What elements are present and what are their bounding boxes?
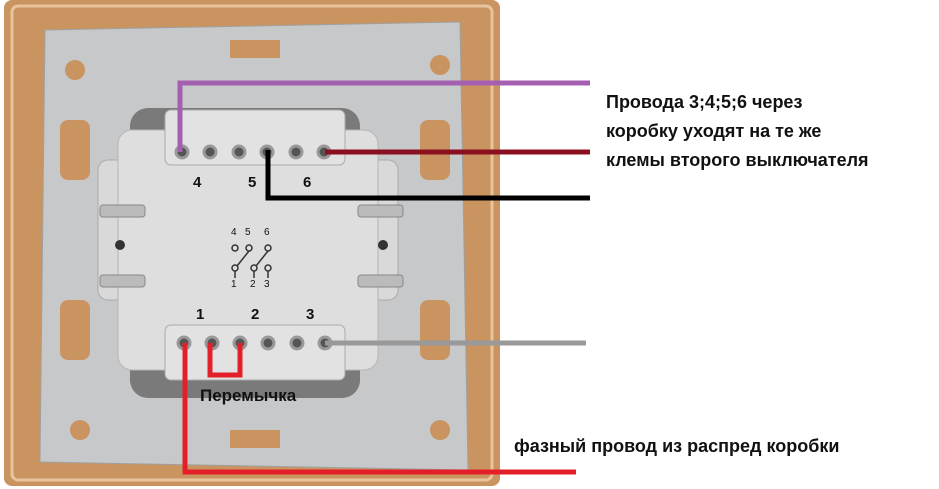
wires-note: Провода 3;4;5;6 через коробку уходят на …	[606, 88, 869, 175]
schematic-label-3: 3	[264, 279, 270, 290]
wire-black	[265, 150, 590, 201]
schematic-label-6: 6	[264, 227, 270, 238]
terminal-label-1: 1	[196, 306, 205, 323]
note-line: Провода 3;4;5;6 через	[606, 92, 803, 112]
terminal-label-4: 4	[193, 174, 202, 191]
phase-wire-label: фазный провод из распред коробки	[514, 436, 840, 456]
schematic-label-4: 4	[231, 227, 237, 238]
terminal-label-2: 2	[251, 306, 260, 323]
wire-purple	[177, 80, 590, 152]
terminal-label-6: 6	[303, 174, 312, 191]
jumper-label: Перемычка	[200, 386, 297, 405]
terminal-label-3: 3	[306, 306, 315, 323]
schematic-label-2: 2	[250, 279, 256, 290]
terminal-label-5: 5	[248, 174, 257, 191]
note-line: клемы второго выключателя	[606, 150, 869, 170]
note-line: коробку уходят на те же	[606, 121, 822, 141]
schematic-label-1: 1	[231, 279, 237, 290]
wire-phase-red	[182, 343, 576, 475]
jumper-wire	[207, 343, 243, 378]
schematic-label-5: 5	[245, 227, 251, 238]
switch-schematic	[231, 244, 272, 278]
